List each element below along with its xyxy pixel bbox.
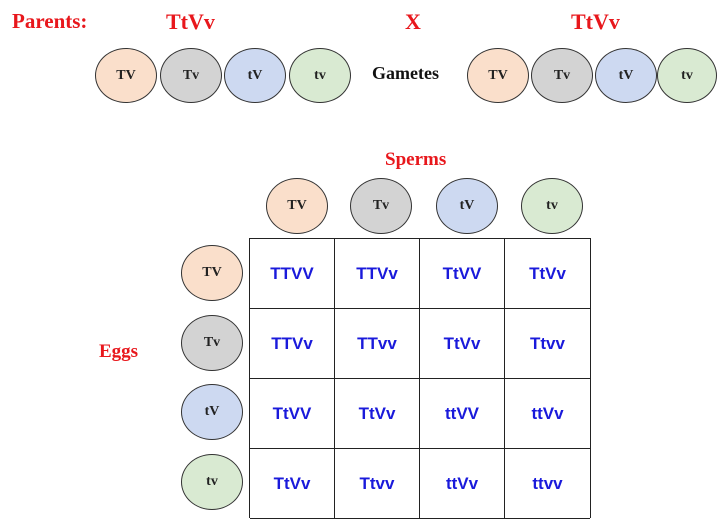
parent-2-gamete-Tv: Tv bbox=[531, 48, 593, 103]
parent-2-genotype: TtVv bbox=[571, 9, 620, 34]
punnett-cell: ttVV bbox=[420, 379, 505, 449]
parent-2-gamete-tV: tV bbox=[595, 48, 657, 103]
punnett-cell: TtVv bbox=[335, 379, 420, 449]
punnett-cell: TTVV bbox=[250, 239, 335, 309]
punnett-cell: ttVv bbox=[420, 449, 505, 519]
punnett-cell: TtVV bbox=[250, 379, 335, 449]
egg-gamete-tv: tv bbox=[181, 454, 243, 510]
sperms-label: Sperms bbox=[385, 149, 447, 170]
punnett-cell: TtVv bbox=[505, 239, 590, 309]
sperm-gamete-TV: TV bbox=[266, 178, 328, 234]
sperm-gamete-Tv: Tv bbox=[350, 178, 412, 234]
punnett-cell: TtVv bbox=[420, 309, 505, 379]
parent-1-gamete-TV: TV bbox=[95, 48, 157, 103]
cross-symbol: X bbox=[405, 9, 421, 34]
parent-1-gamete-tv: tv bbox=[289, 48, 351, 103]
punnett-cell: TtVV bbox=[420, 239, 505, 309]
punnett-cell: Ttvv bbox=[505, 309, 590, 379]
punnett-square: TTVV TTVv TtVV TtVv TTVv TTvv TtVv Ttvv … bbox=[249, 238, 591, 519]
punnett-cell: ttvv bbox=[505, 449, 590, 519]
parent-2-gamete-TV: TV bbox=[467, 48, 529, 103]
punnett-cell: TTvv bbox=[335, 309, 420, 379]
egg-gamete-TV: TV bbox=[181, 245, 243, 301]
sperm-gamete-tV: tV bbox=[436, 178, 498, 234]
egg-gamete-Tv: Tv bbox=[181, 315, 243, 371]
punnett-cell: ttVv bbox=[505, 379, 590, 449]
parent-1-gamete-Tv: Tv bbox=[160, 48, 222, 103]
gametes-label: Gametes bbox=[372, 63, 439, 83]
parent-2-gamete-tv: tv bbox=[657, 48, 717, 103]
punnett-cell: Ttvv bbox=[335, 449, 420, 519]
eggs-label: Eggs bbox=[99, 341, 139, 362]
parent-1-gamete-tV: tV bbox=[224, 48, 286, 103]
parent-1-genotype: TtVv bbox=[166, 9, 215, 34]
sperm-gamete-tv: tv bbox=[521, 178, 583, 234]
punnett-cell: TTVv bbox=[250, 309, 335, 379]
punnett-cell: TtVv bbox=[250, 449, 335, 519]
egg-gamete-tV: tV bbox=[181, 384, 243, 440]
parents-label: Parents: bbox=[12, 9, 88, 33]
punnett-cell: TTVv bbox=[335, 239, 420, 309]
